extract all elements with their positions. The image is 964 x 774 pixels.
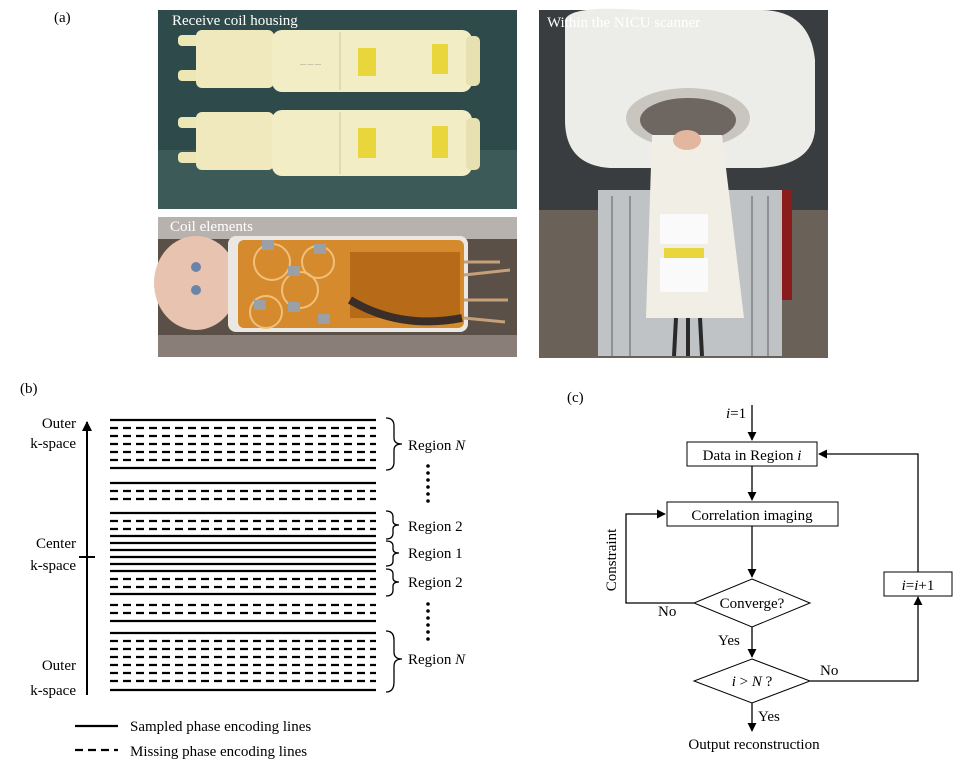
constraint-label: Constraint — [604, 528, 620, 591]
axis-bottom-label-line2: k-space — [30, 683, 76, 699]
region-1-label: Region 1 — [408, 546, 463, 562]
coil-housing-tube-lower — [178, 110, 480, 176]
condition-label: i > N ? — [732, 674, 773, 690]
axis-center-label-line2: k-space — [30, 558, 76, 574]
axis-bottom-label-line1: Outer — [42, 658, 76, 674]
coil-housing-tube-upper: — — — — [178, 30, 480, 92]
brace-region-2-upper — [385, 510, 400, 540]
legend: Sampled phase encoding lines Missing pha… — [75, 719, 311, 760]
constraint-loop-path — [625, 509, 694, 604]
ellipsis-dots-upper — [426, 464, 430, 503]
increment-label: i=i+1 — [902, 578, 935, 594]
legend-sampled-label: Sampled phase encoding lines — [130, 719, 311, 735]
brace-region-2-lower — [385, 568, 400, 597]
panel-b-label: (b) — [20, 381, 38, 397]
correlation-imaging-box — [666, 501, 839, 527]
ellipsis-dots-lower — [426, 602, 430, 641]
converge-label: Converge? — [720, 596, 785, 612]
converge-no-label: No — [658, 604, 676, 620]
legend-missing-label: Missing phase encoding lines — [130, 744, 307, 760]
photo-elements-title: Coil elements — [170, 219, 253, 235]
increment-to-data-path — [818, 449, 919, 572]
photo-coil-elements: Coil elements — [154, 217, 517, 357]
condition-no-label: No — [820, 663, 838, 679]
init-label: i=1 — [726, 406, 746, 422]
axis-center-label-line1: Center — [36, 536, 76, 552]
panel-a-label: (a) — [54, 10, 71, 26]
data-in-region-label: Data in Region i — [703, 448, 802, 464]
brace-region-1 — [385, 540, 400, 567]
converge-yes-label: Yes — [718, 633, 740, 649]
phase-encoding-lines — [110, 418, 376, 692]
region-n-bottom-label: Region N — [408, 652, 466, 668]
data-in-region-box — [686, 441, 818, 467]
region-2-lower-label: Region 2 — [408, 575, 463, 591]
photo-scanner-title: Within the NICU scanner — [547, 15, 700, 31]
panel-c-label: (c) — [567, 390, 584, 406]
condition-no-path — [810, 596, 923, 682]
svg-text:— — —: — — — — [299, 62, 322, 68]
region-2-upper-label: Region 2 — [408, 519, 463, 535]
region-braces — [385, 417, 403, 693]
photo-nicu-scanner: Within the NICU scanner — [539, 8, 828, 358]
region-n-top-label: Region N — [408, 438, 466, 454]
photo-receive-coil-housing: — — — Receive coil housing — [158, 10, 517, 209]
doll-head — [154, 236, 238, 330]
output-label: Output reconstruction — [688, 737, 820, 753]
correlation-imaging-label: Correlation imaging — [691, 508, 813, 524]
brace-region-n-bottom — [385, 630, 403, 693]
photo-housing-title: Receive coil housing — [172, 13, 298, 29]
condition-yes-label: Yes — [758, 709, 780, 725]
axis-top-label-line2: k-space — [30, 436, 76, 452]
brace-region-n-top — [385, 417, 403, 471]
axis-top-label-line1: Outer — [42, 416, 76, 432]
